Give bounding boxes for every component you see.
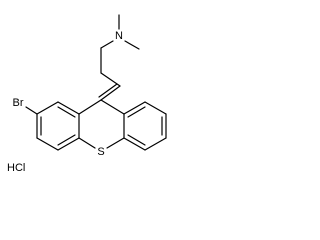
bond-c10a-s bbox=[78, 137, 96, 149]
bond-n-methyl-right bbox=[124, 40, 140, 50]
bromine-atom-label: Br bbox=[13, 97, 24, 109]
bond-l-inner-3 bbox=[57, 134, 76, 146]
central-ring: S bbox=[78, 99, 125, 158]
hcl-salt-label: HCl bbox=[7, 162, 25, 174]
bond-exocyclic-double-a bbox=[100, 85, 121, 101]
left-benzene-ring bbox=[36, 101, 80, 151]
bond-r5 bbox=[123, 137, 146, 151]
bond-r4 bbox=[144, 137, 167, 151]
bond-c9-c9a bbox=[100, 99, 125, 115]
bromo-substituent: Br bbox=[13, 97, 38, 115]
sulfur-atom-label: S bbox=[97, 146, 104, 158]
bond-n-ch2 bbox=[100, 40, 114, 49]
bond-r2 bbox=[144, 101, 167, 115]
nitrogen-atom-label: N bbox=[115, 30, 123, 42]
bond-exocyclic-double-b bbox=[98, 83, 118, 98]
bond-l2 bbox=[36, 101, 59, 115]
bond-r-inner-3 bbox=[127, 134, 146, 146]
bond-l4 bbox=[36, 137, 59, 151]
bond-c4a-s bbox=[106, 137, 125, 149]
molecule-structure-diagram: N S Br bbox=[7, 14, 167, 174]
right-benzene-ring bbox=[123, 101, 167, 151]
bond-l-inner-1 bbox=[57, 106, 76, 118]
bond-l1 bbox=[57, 101, 80, 115]
bond-r-inner-1 bbox=[127, 106, 146, 118]
bond-c-br bbox=[25, 106, 38, 115]
propylidene-chain bbox=[98, 47, 121, 101]
bond-r1 bbox=[123, 101, 146, 115]
dimethylamino-group: N bbox=[100, 14, 140, 50]
bond-c9-c8a bbox=[78, 99, 102, 115]
bond-l5 bbox=[57, 137, 80, 151]
